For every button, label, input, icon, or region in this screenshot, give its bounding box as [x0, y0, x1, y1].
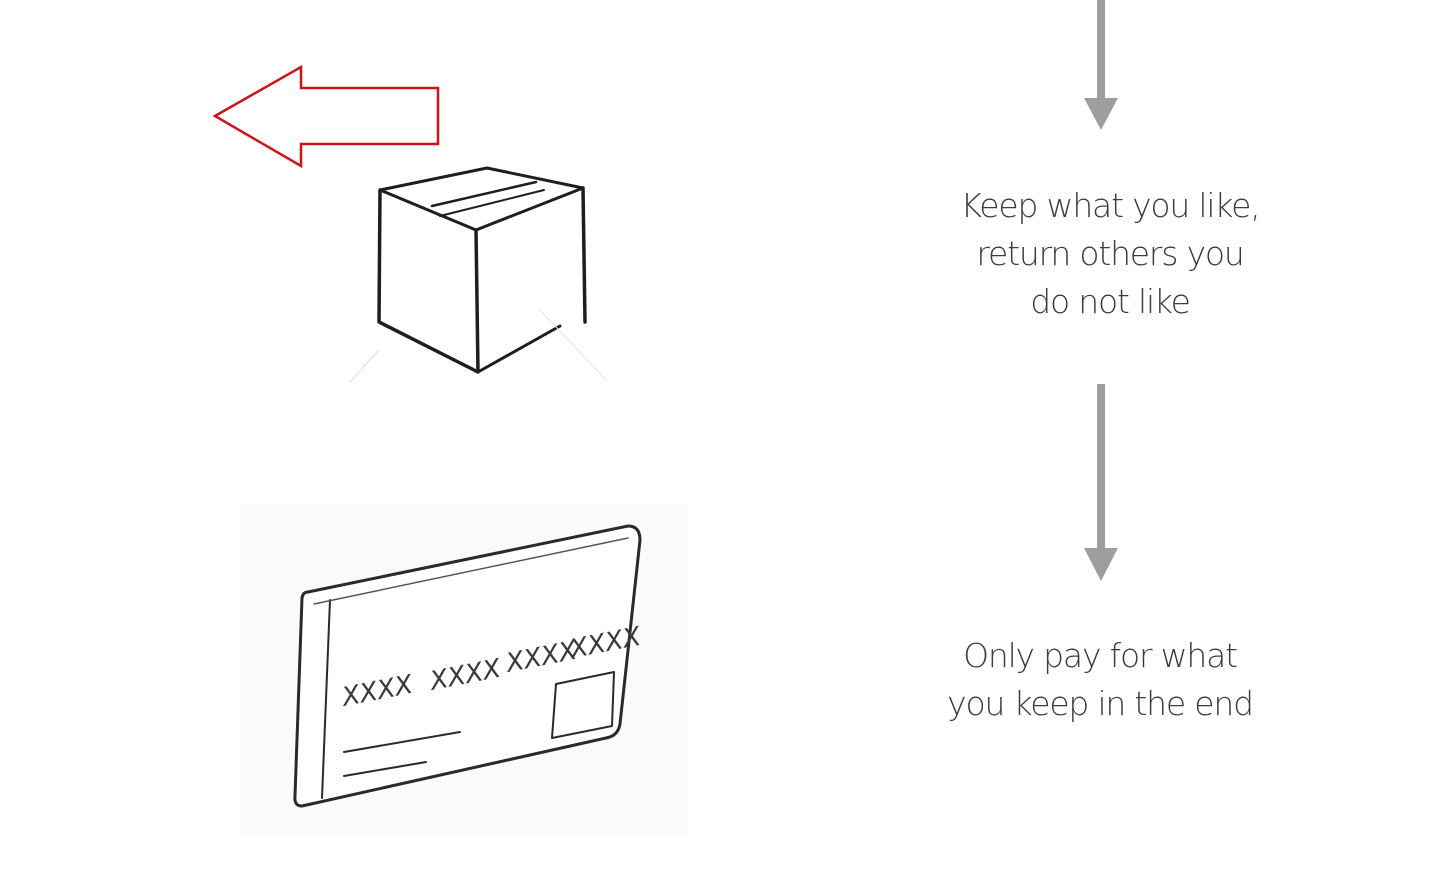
- step-keep-line: do not like: [1030, 282, 1191, 321]
- step-keep-line: Keep what you like,: [960, 186, 1261, 225]
- package-box-icon: [349, 166, 607, 383]
- step-keep-line: return others you: [976, 234, 1244, 273]
- credit-card-icon: [240, 505, 688, 835]
- flow-arrow-down-icon: [1084, 384, 1118, 581]
- flow-arrow-down-icon: [1084, 0, 1118, 130]
- return-arrow-icon: [212, 64, 440, 169]
- step-pay-text: Only pay for what you keep in the end: [920, 632, 1280, 728]
- step-pay-line: you keep in the end: [947, 684, 1254, 723]
- step-pay-line: Only pay for what: [963, 636, 1238, 675]
- step-keep-text: Keep what you like, return others you do…: [930, 182, 1290, 326]
